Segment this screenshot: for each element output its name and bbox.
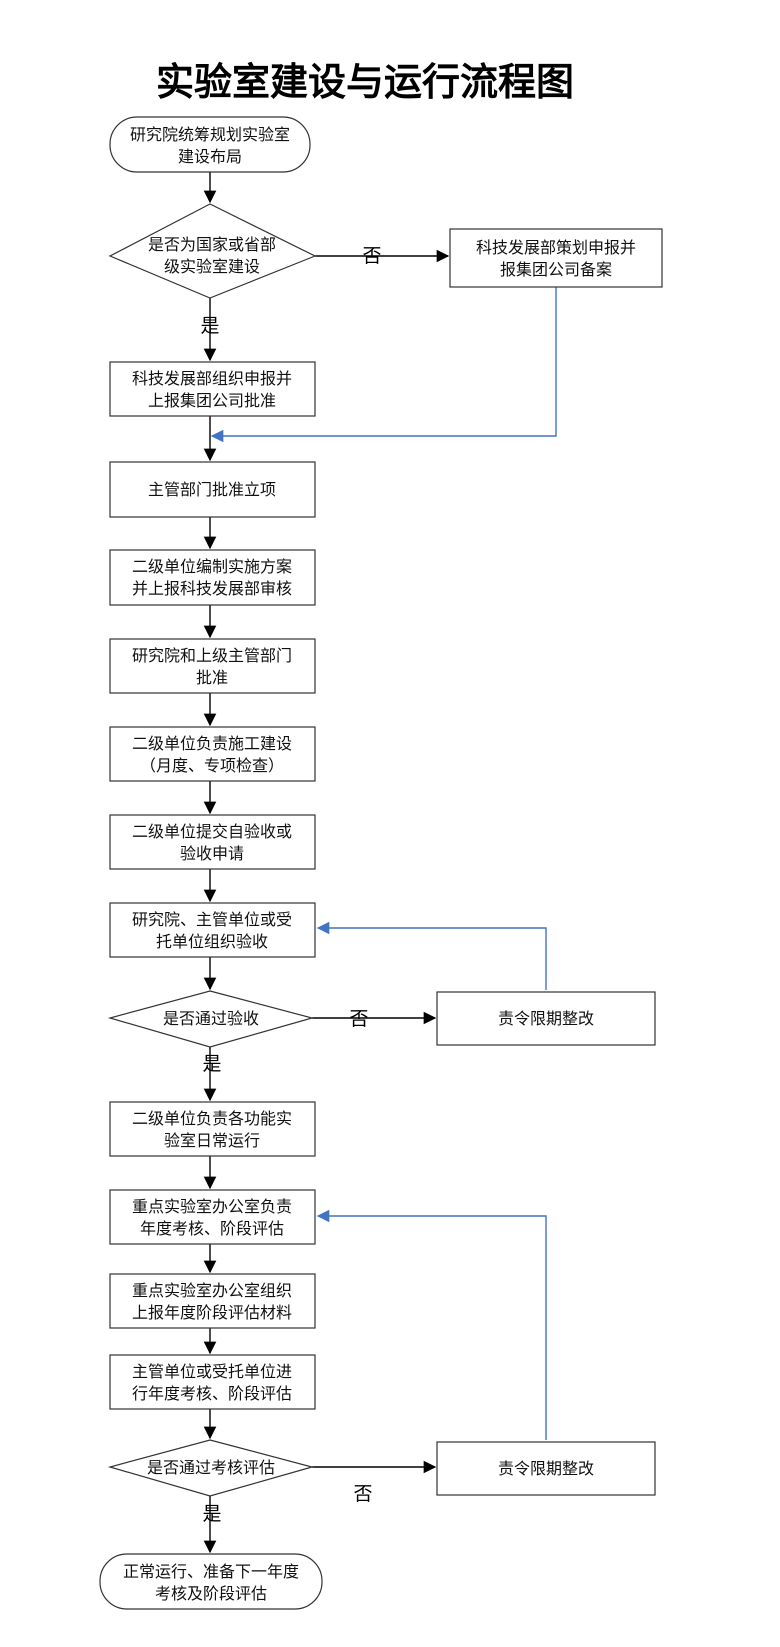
rectify-box-1: 责令限期整改 bbox=[436, 991, 656, 1046]
tech-dept-apply-box: 科技发展部组织申报并 上报集团公司批准 bbox=[109, 361, 316, 417]
label-no-3: 否 bbox=[353, 1483, 372, 1505]
tech-dept-plan-filing-box: 科技发展部策划申报并 报集团公司备案 bbox=[449, 228, 663, 288]
r1-line-1: 科技发展部策划申报并 bbox=[476, 238, 636, 257]
n11-line-1: 重点实验室办公室组织 bbox=[132, 1281, 292, 1300]
n8-line-1: 研究院、主管单位或受 bbox=[132, 910, 292, 929]
n4-line-2: 并上报科技发展部审核 bbox=[132, 579, 292, 598]
decision-1-line-2: 级实验室建设 bbox=[164, 257, 260, 276]
decision-1-line-1: 是否为国家或省部 bbox=[148, 235, 276, 254]
edge-r2-n8 bbox=[316, 921, 547, 990]
conduct-assessment-box: 主管单位或受托单位进 行年度考核、阶段评估 bbox=[109, 1354, 316, 1410]
n12-line-1: 主管单位或受托单位进 bbox=[132, 1362, 292, 1381]
n3-line-1: 主管部门批准立项 bbox=[148, 480, 276, 499]
acceptance-application-box: 二级单位提交自验收或 验收申请 bbox=[109, 814, 316, 870]
submit-materials-box: 重点实验室办公室组织 上报年度阶段评估材料 bbox=[109, 1273, 316, 1329]
construction-box: 二级单位负责施工建设 （月度、专项检查） bbox=[109, 726, 316, 782]
edge-r3-n10 bbox=[316, 1209, 547, 1440]
n6-line-2: （月度、专项检查） bbox=[140, 756, 284, 775]
n10-line-2: 年度考核、阶段评估 bbox=[140, 1219, 284, 1238]
end-node-line-1: 正常运行、准备下一年度 bbox=[123, 1562, 299, 1581]
start-node: 研究院统筹规划实验室 建设布局 bbox=[109, 116, 311, 173]
n9-line-2: 验室日常运行 bbox=[164, 1131, 260, 1150]
end-node-line-2: 考核及阶段评估 bbox=[155, 1584, 267, 1603]
start-node-line-2: 建设布局 bbox=[178, 147, 242, 166]
start-node-line-1: 研究院统筹规划实验室 bbox=[130, 125, 290, 144]
r1-line-2: 报集团公司备案 bbox=[500, 260, 612, 279]
organize-acceptance-box: 研究院、主管单位或受 托单位组织验收 bbox=[109, 902, 316, 958]
label-yes-3: 是 bbox=[202, 1503, 221, 1525]
decision-pass-acceptance: 是否通过验收 bbox=[107, 990, 315, 1048]
n5-line-2: 批准 bbox=[196, 668, 228, 687]
n5-line-1: 研究院和上级主管部门 bbox=[132, 646, 292, 665]
n7-line-2: 验收申请 bbox=[180, 844, 244, 863]
r3-line-1: 责令限期整改 bbox=[498, 1459, 594, 1478]
page-title: 实验室建设与运行流程图 bbox=[156, 59, 574, 104]
label-no-1: 否 bbox=[362, 245, 381, 267]
annual-assessment-box: 重点实验室办公室负责 年度考核、阶段评估 bbox=[109, 1189, 316, 1245]
decision-pass-assessment: 是否通过考核评估 bbox=[107, 1439, 315, 1497]
end-node: 正常运行、准备下一年度 考核及阶段评估 bbox=[99, 1553, 323, 1610]
implementation-plan-box: 二级单位编制实施方案 并上报科技发展部审核 bbox=[109, 549, 316, 606]
n11-line-2: 上报年度阶段评估材料 bbox=[132, 1303, 292, 1322]
label-no-2: 否 bbox=[349, 1008, 368, 1030]
n8-line-2: 托单位组织验收 bbox=[156, 932, 268, 951]
n6-line-1: 二级单位负责施工建设 bbox=[132, 734, 292, 753]
n7-line-1: 二级单位提交自验收或 bbox=[132, 822, 292, 841]
decision-3-line-1: 是否通过考核评估 bbox=[147, 1458, 275, 1477]
edge-r1-merge bbox=[210, 287, 557, 443]
r2-line-1: 责令限期整改 bbox=[498, 1009, 594, 1028]
n12-line-2: 行年度考核、阶段评估 bbox=[132, 1384, 292, 1403]
project-approval-box: 主管部门批准立项 bbox=[109, 461, 316, 518]
n2-line-2: 上报集团公司批准 bbox=[148, 391, 276, 410]
label-yes-2: 是 bbox=[202, 1053, 221, 1075]
decision-2-line-1: 是否通过验收 bbox=[163, 1009, 259, 1028]
decision-national-provincial: 是否为国家或省部 级实验室建设 bbox=[108, 203, 317, 299]
n10-line-1: 重点实验室办公室负责 bbox=[132, 1197, 292, 1216]
label-yes-1: 是 bbox=[200, 315, 219, 337]
rectify-box-2: 责令限期整改 bbox=[436, 1441, 656, 1496]
n2-line-1: 科技发展部组织申报并 bbox=[132, 369, 292, 388]
daily-operation-box: 二级单位负责各功能实 验室日常运行 bbox=[109, 1101, 316, 1157]
n4-line-1: 二级单位编制实施方案 bbox=[132, 557, 292, 576]
institute-approval-box: 研究院和上级主管部门 批准 bbox=[109, 638, 316, 694]
n9-line-1: 二级单位负责各功能实 bbox=[132, 1109, 292, 1128]
